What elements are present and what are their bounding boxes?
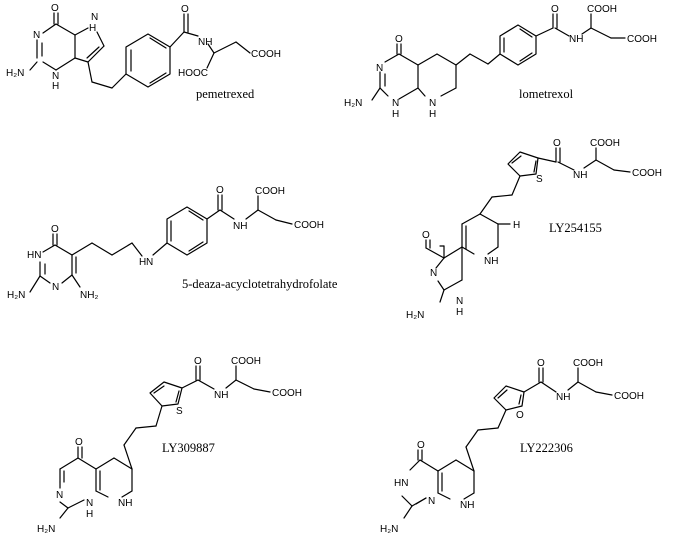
atom-nh: HN [27, 250, 41, 261]
atom-nh: HN [394, 478, 408, 489]
atom-amine: H₂N [406, 310, 424, 321]
atom-nitrogen: N [376, 63, 383, 74]
atom-amine: H₂N [6, 68, 24, 79]
atom-oxygen: O [51, 224, 59, 235]
atom-hydrogen: H [513, 220, 520, 231]
atom-carboxylic-acid: COOH [255, 186, 285, 197]
atom-oxygen: O [395, 34, 403, 45]
compound-name-LY222306: LY222306 [520, 441, 573, 455]
compound-name-LY254155: LY254155 [549, 221, 602, 235]
atom-hydrogen: H [392, 109, 399, 120]
atom-carboxylic-acid: COOH [627, 34, 657, 45]
atom-amide-nh: NH [569, 34, 583, 45]
atom-ring-nh: NH [460, 500, 474, 511]
atom-nitrogen: N [429, 98, 436, 109]
atom-amide-nh: NH [573, 170, 587, 181]
atom-carboxylic-acid: COOH [587, 4, 617, 15]
structure-LY222306: O O HN N H₂N NH O NH COOH COOH LY222306 [380, 358, 644, 535]
atom-nitrogen: N [86, 498, 93, 509]
atom-amine: H₂N [37, 524, 55, 535]
structure-5-deaza-acyclotetrahydrofolate: O O HN N H₂N NH₂ H N NH COOH COOH 5-deaz… [7, 185, 338, 301]
atom-oxygen: O [181, 4, 189, 15]
compound-name-5-deaza-acyclotetrahydrofolate: 5-deaza-acyclotetrahydrofolate [182, 277, 338, 291]
compound-name-pemetrexed: pemetrexed [196, 87, 255, 101]
structure-lometrexol: O O N N H N H H₂N NH COOH COOH lometrexo… [344, 4, 657, 120]
atom-oxygen: O [417, 440, 425, 451]
atom-amine: NH₂ [80, 290, 98, 301]
atom-sulfur: S [176, 406, 183, 417]
atom-carboxylic-acid: COOH [573, 358, 603, 369]
atom-carboxylic-acid: COOH [251, 49, 281, 60]
atom-carboxylic-acid: COOH [632, 168, 662, 179]
atom-amide-nh: NH [233, 221, 247, 232]
atom-amine: H₂N [7, 290, 25, 301]
atom-amide-nh: NH [198, 37, 212, 48]
atom-nitrogen: N [52, 282, 59, 293]
atom-nitrogen: N [428, 496, 435, 507]
atom-oxygen: O [194, 356, 202, 367]
atom-oxygen: O [553, 138, 561, 149]
atom-ring-nh: NH [484, 256, 498, 267]
atom-nitrogen: N [430, 268, 437, 279]
compound-name-lometrexol: lometrexol [519, 87, 574, 101]
atom-nitrogen: N [456, 296, 463, 307]
atom-nitrogen: N [33, 30, 40, 41]
atom-nitrogen: N [392, 98, 399, 109]
atom-carboxylic-acid: HOOC [178, 68, 208, 79]
atom-amide-nh: NH [214, 390, 228, 401]
atom-amine-nh: H [139, 257, 146, 268]
atom-carboxylic-acid: COOH [614, 391, 644, 402]
atom-hydrogen: H [52, 81, 59, 92]
atom-carboxylic-acid: COOH [272, 388, 302, 399]
atom-carboxylic-acid: COOH [590, 138, 620, 149]
atom-oxygen: O [537, 358, 545, 369]
atom-oxygen: O [422, 230, 430, 241]
structure-LY309887: O O N H₂N N H NH S NH COOH COOH LY309887 [37, 356, 302, 535]
compound-name-LY309887: LY309887 [162, 441, 215, 455]
atom-hydrogen: H [456, 307, 463, 318]
atom-amine: H₂N [380, 524, 398, 535]
atom-ring-nh: NH [118, 498, 132, 509]
atom-nitrogen: N [146, 257, 153, 268]
atom-oxygen: O [75, 437, 83, 448]
atom-sulfur: S [536, 174, 543, 185]
atom-nitrogen: N [91, 12, 98, 23]
structure-LY254155: O O N H₂N N H NH H S NH COOH COOH LY2541… [406, 138, 662, 321]
atom-nh: H [89, 23, 96, 34]
atom-amide-nh: NH [556, 392, 570, 403]
atom-nitrogen: N [56, 490, 63, 501]
atom-hydrogen: H [429, 109, 436, 120]
atom-furan-oxygen: O [516, 410, 524, 421]
atom-nitrogen: N [52, 71, 59, 82]
atom-carboxylic-acid: COOH [231, 356, 261, 367]
atom-carboxylic-acid: COOH [294, 220, 324, 231]
atom-amine: H₂N [344, 98, 362, 109]
structure-pemetrexed: O O N N H H N H₂N NH COOH HOOC pemetrexe… [6, 3, 281, 101]
atom-hydrogen: H [86, 509, 93, 520]
atom-oxygen: O [551, 4, 559, 15]
atom-oxygen: O [216, 185, 224, 196]
atom-oxygen: O [51, 3, 59, 14]
